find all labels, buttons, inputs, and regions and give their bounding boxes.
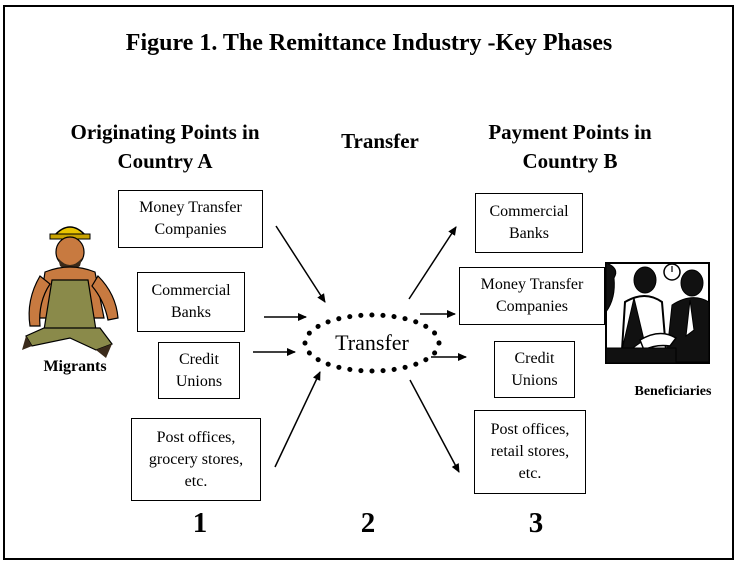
phase-number-2: 2 <box>360 507 376 539</box>
origin-box-post-offices: Post offices, grocery stores, etc. <box>131 418 261 501</box>
origin-box-commercial-banks: Commercial Banks <box>137 272 245 332</box>
arrow-payment-4 <box>409 379 460 473</box>
beneficiaries-label: Beneficiaries <box>634 384 712 399</box>
arrow-origin-1 <box>275 225 326 303</box>
payment-heading: Payment Points in Country B <box>488 120 652 173</box>
payment-box-commercial-banks: Commercial Banks <box>475 193 583 253</box>
originating-heading: Originating Points in Country A <box>70 120 260 173</box>
figure-frame <box>3 5 734 560</box>
origin-box-money-transfer: Money Transfer Companies <box>118 190 263 248</box>
payment-box-money-transfer: Money Transfer Companies <box>459 267 605 325</box>
origin-box-credit-unions: Credit Unions <box>158 342 240 399</box>
payment-box-credit-unions: Credit Unions <box>494 341 575 398</box>
transfer-node-label: Transfer <box>335 330 409 355</box>
phase-number-1: 1 <box>192 507 208 539</box>
phase-number-3: 3 <box>528 507 544 539</box>
figure-title: Figure 1. The Remittance Industry -Key P… <box>125 30 613 56</box>
transfer-node-outline <box>302 312 442 374</box>
arrow-payment-1 <box>408 226 457 300</box>
beneficiaries-icon <box>605 262 710 364</box>
payment-box-post-offices: Post offices, retail stores, etc. <box>474 410 586 494</box>
transfer-heading: Transfer <box>341 129 419 153</box>
migrants-label: Migrants <box>43 358 107 375</box>
migrant-worker-icon <box>22 226 119 358</box>
arrow-origin-4 <box>274 371 321 468</box>
